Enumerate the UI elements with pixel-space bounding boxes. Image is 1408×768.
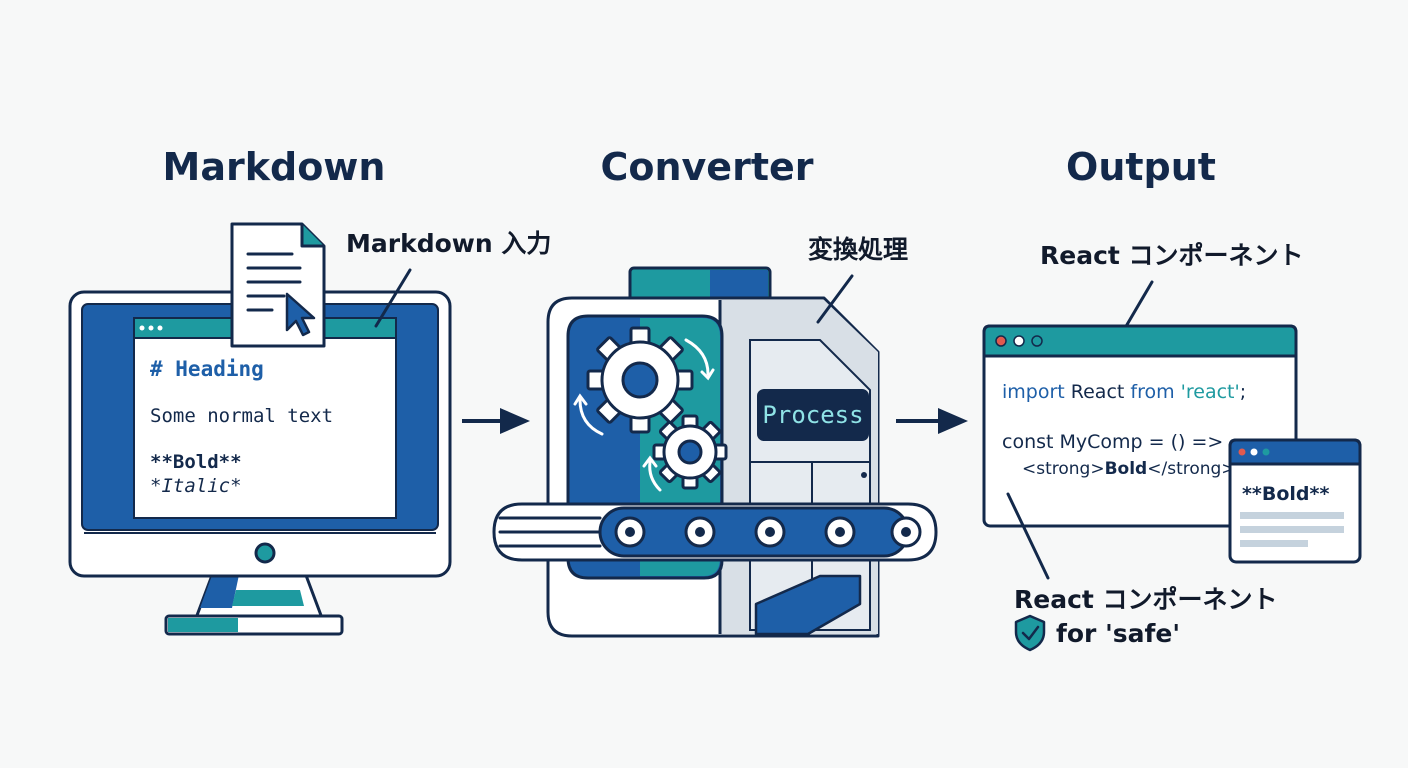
callout-leader-react-bottom — [1006, 492, 1050, 580]
md-line-heading: # Heading — [150, 357, 264, 381]
md-line-bold: **Bold** — [150, 451, 242, 473]
callout-react-component-bottom: React コンポーネント — [1014, 585, 1278, 614]
monitor-illustration — [68, 290, 452, 636]
code-semicolon: ; — [1240, 381, 1246, 403]
md-line-normal: Some normal text — [150, 405, 333, 427]
cursor-icon — [285, 292, 316, 337]
code-window — [982, 324, 1298, 528]
gear-icon — [586, 326, 694, 434]
process-display-label: Process — [762, 401, 863, 429]
callout-markdown-input: Markdown 入力 — [346, 229, 551, 258]
section-title-output: Output — [1066, 145, 1216, 189]
gear-icon-small — [652, 414, 728, 490]
code-identifier-react: React — [1065, 381, 1131, 403]
rotation-arrows-icon — [573, 338, 715, 492]
shield-check-icon — [1014, 614, 1046, 652]
code-line-const: const MyComp = () => — [1002, 431, 1223, 453]
callout-leader-markdown — [374, 268, 412, 328]
code-tag-open: <strong> — [1022, 459, 1105, 479]
preview-bold-text: **Bold** — [1242, 483, 1329, 505]
callout-conversion: 変換処理 — [808, 235, 908, 264]
flow-arrow-1 — [462, 408, 530, 434]
code-line-import: import React from 'react'; — [1002, 381, 1246, 403]
flow-arrow-2 — [896, 408, 968, 434]
section-title-converter: Converter — [600, 145, 813, 189]
callout-leader-conversion — [816, 274, 854, 324]
code-bold-text: Bold — [1105, 459, 1148, 479]
preview-window — [1228, 438, 1362, 564]
section-title-markdown: Markdown — [163, 145, 386, 189]
md-line-italic: *Italic* — [150, 475, 242, 497]
code-line-strong: <strong>Bold</strong>; — [1022, 459, 1241, 479]
callout-react-component-top: React コンポーネント — [1040, 241, 1304, 270]
safe-label: for 'safe' — [1056, 619, 1180, 648]
code-string-react: 'react' — [1175, 381, 1240, 403]
conveyor-belt — [492, 502, 938, 562]
document-icon — [230, 222, 326, 348]
code-keyword-import: import — [1002, 381, 1065, 403]
code-tag-close: </strong>; — [1147, 459, 1241, 479]
code-keyword-from: from — [1130, 381, 1174, 403]
